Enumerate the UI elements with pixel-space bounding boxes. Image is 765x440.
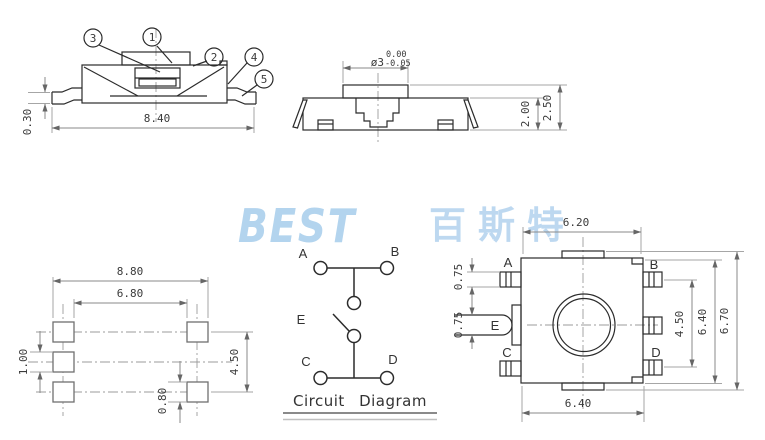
pin-e-label: E: [491, 318, 500, 333]
right-foot: [437, 119, 454, 131]
left-leg: [292, 99, 308, 129]
leader-1: [156, 45, 173, 64]
stem-profile: [355, 98, 400, 128]
leader-5: [241, 84, 258, 97]
pin-d: [642, 359, 663, 376]
terminal-a-node: [313, 260, 328, 276]
actuator: [342, 84, 409, 99]
terminal-b-label: B: [391, 244, 400, 259]
dim-row-pitch: 4.50: [228, 349, 241, 376]
terminal-e-label: E: [297, 312, 306, 327]
dim-pin-pitch: 4.50: [673, 311, 686, 338]
common-node: [346, 295, 362, 311]
right-leg: [463, 99, 479, 129]
corner-notches: [631, 258, 643, 383]
pad-top-left: [52, 321, 75, 343]
actuator-inner: [556, 297, 612, 353]
dim-tol-upper: 0.00: [386, 50, 406, 60]
callout-3-bubble: [83, 28, 103, 48]
switch-body: [520, 257, 644, 384]
switch-body: [81, 64, 228, 104]
terminal-a-label: A: [299, 246, 308, 261]
dim-pin-e-width: 0.75: [452, 312, 465, 339]
dim-total-width: 6.70: [718, 308, 731, 335]
watermark: BEST 百斯特: [238, 203, 576, 249]
pin-a-label: A: [504, 255, 513, 270]
pin-d-label: D: [651, 345, 660, 360]
watermark-brand: BEST: [238, 199, 357, 253]
callout-4-bubble: [244, 47, 264, 67]
circuit-diagram: A B E C D Circuit Diagram: [283, 244, 437, 421]
dim-body-height: 2.00: [519, 101, 532, 128]
terminal-b-node: [379, 260, 395, 276]
dim-body-width: 8.40: [144, 112, 171, 125]
dim-pad-width: 1.00: [17, 349, 30, 376]
pad-mid-left: [52, 351, 75, 373]
pin-b-label: B: [650, 257, 659, 272]
callout-5-bubble: [254, 69, 274, 89]
callout-2: 2: [211, 51, 218, 64]
dim-tol-lower: -0.05: [385, 59, 411, 69]
terminal-c-node: [313, 370, 328, 386]
switch-arm: [332, 313, 351, 333]
dim-total-height: 2.50: [541, 95, 554, 122]
terminal-d-label: D: [388, 352, 397, 367]
callout-3: 3: [90, 32, 97, 45]
footprint-view: 8.80 6.80 1.00 4.50 0.80: [17, 265, 253, 423]
dim-pad-height: 0.80: [156, 388, 169, 415]
pin-e-plate: [511, 304, 522, 346]
pin-e: [455, 314, 513, 336]
callout-1-bubble: [142, 27, 162, 47]
leader-3: [98, 44, 161, 73]
dim-top-width: 6.20: [563, 216, 590, 229]
switch-body: [302, 97, 469, 131]
callout-2-bubble: [204, 47, 224, 67]
leader-2: [192, 60, 208, 67]
pad-bottom-left: [52, 381, 75, 403]
contact-node: [346, 328, 362, 344]
pin-b: [642, 271, 663, 288]
actuator-outer: [552, 293, 616, 357]
callout-5: 5: [261, 73, 268, 86]
top-view: A B E C D 0.75 0.75 6.20 6.40: [452, 216, 744, 422]
callout-4: 4: [251, 51, 258, 64]
dim-outer-span: 8.80: [117, 265, 144, 278]
dim-inner-span: 6.80: [117, 287, 144, 300]
front-view: ø3 0.00 -0.05 2.00 2.50: [292, 50, 567, 142]
terminal-d-node: [379, 370, 395, 386]
terminal-c-label: C: [301, 354, 310, 369]
callout-1: 1: [149, 31, 156, 44]
right-lead: [227, 87, 257, 105]
leader-4: [227, 62, 248, 85]
watermark-brand-cjk: 百斯特: [429, 204, 576, 247]
pin-c-label: C: [502, 345, 511, 360]
circuit-diagram-title: Circuit Diagram: [293, 392, 427, 410]
bottom-tab: [561, 382, 605, 391]
dim-bottom-width: 6.40: [565, 397, 592, 410]
dim-pin-a-width: 0.75: [452, 264, 465, 291]
pad-top-right: [186, 321, 209, 343]
pin-center-right: [642, 316, 663, 335]
side-view: 3 1 2 4 5 0.30 8.40: [21, 27, 274, 136]
left-lead: [51, 87, 82, 105]
pad-bottom-right: [186, 381, 209, 403]
dim-lead-thickness: 0.30: [21, 109, 34, 136]
dim-actuator-diameter: ø3: [371, 56, 384, 69]
left-foot: [317, 119, 334, 131]
top-tab: [561, 250, 605, 259]
dim-body-width: 6.40: [696, 309, 709, 336]
